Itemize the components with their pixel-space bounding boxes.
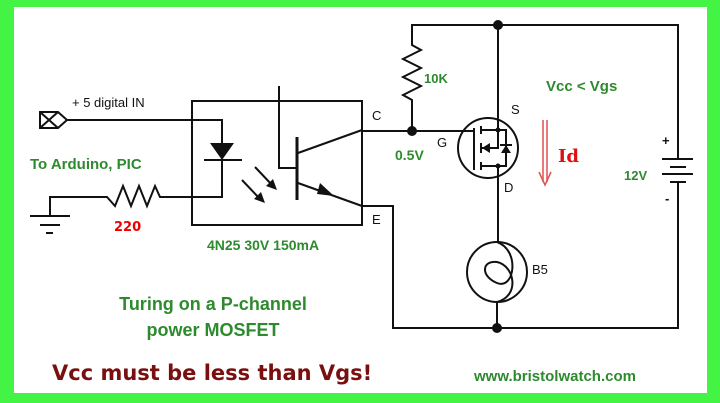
current-label: Id: [558, 146, 579, 167]
title-line-2: power MOSFET: [146, 320, 279, 340]
source-label: To Arduino, PIC: [30, 156, 142, 173]
gate-label: G: [437, 135, 447, 150]
input-connector-icon: [39, 111, 69, 129]
gate-voltage-label: 0.5V: [395, 147, 424, 163]
input-label: + 5 digital IN: [72, 95, 145, 110]
battery-label: 12V: [624, 168, 647, 183]
resistor-10k-label: 10K: [424, 71, 448, 86]
input-wire: [67, 119, 223, 143]
optocoupler-label: 4N25 30V 150mA: [207, 237, 319, 253]
battery-icon: [662, 158, 693, 183]
optocoupler-box: [191, 100, 363, 226]
phototransistor-icon: [278, 86, 363, 207]
resistor-10k-icon: [400, 24, 679, 159]
battery-plus-label: +: [662, 133, 670, 148]
condition-label: Vcc < Vgs: [546, 78, 617, 95]
bottom-node: [492, 323, 502, 333]
light-arrows-icon: [241, 166, 277, 203]
ground-icon: [30, 215, 70, 234]
emitter-label: E: [372, 212, 381, 227]
p-mosfet-icon: [457, 25, 519, 242]
source-pin-label: S: [511, 102, 520, 117]
drain-pin-label: D: [504, 180, 513, 195]
resistor-220-label: 220: [114, 220, 141, 235]
resistor-220-icon: [49, 183, 165, 216]
website-link[interactable]: www.bristolwatch.com: [473, 368, 636, 385]
warning-text: Vcc must be less than Vgs!: [52, 361, 372, 385]
collector-label: C: [372, 108, 381, 123]
lamp-label: B5: [532, 262, 548, 277]
battery-minus-label: -: [665, 191, 669, 206]
current-arrow-icon: [538, 120, 552, 187]
title-line-1: Turing on a P-channel: [119, 294, 307, 314]
emitter-wire: [362, 182, 679, 329]
lamp-icon: [466, 241, 528, 328]
led-icon: [165, 143, 242, 198]
